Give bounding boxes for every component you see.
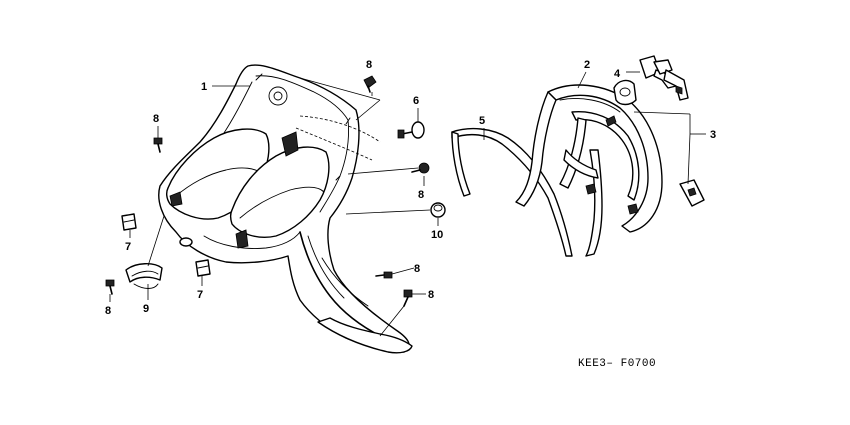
bolt-left-part [153, 137, 163, 153]
grommet-bolt-part [397, 121, 425, 139]
callout-labels: 1 8 6 8 10 8 7 7 9 8 8 8 2 4 3 5 [105, 59, 716, 317]
callout-2: 2 [584, 59, 590, 71]
bolt-lower-right-part [403, 289, 413, 307]
callout-4: 4 [614, 68, 621, 80]
callout-1: 1 [201, 81, 207, 93]
callout-8-top: 8 [366, 59, 372, 71]
clip-upper-part [121, 213, 137, 231]
bolt-lower-mid-part [375, 271, 393, 279]
reference-code: KEE3– F0700 [578, 358, 656, 370]
leader-lines [109, 71, 706, 337]
bolt-mid-right-part [411, 162, 430, 174]
key-lock-part [613, 55, 689, 106]
bolt-bottom-left-part [105, 279, 115, 295]
callout-9: 9 [143, 303, 149, 315]
callout-8-lower-mid: 8 [414, 263, 420, 275]
band-clamp-part [125, 263, 163, 289]
clip-lower-part [195, 259, 211, 277]
callout-7-upper: 7 [125, 241, 131, 253]
callout-8-mid-right: 8 [418, 189, 424, 201]
grommet-part [430, 202, 446, 218]
callout-7-lower: 7 [197, 289, 203, 301]
callout-8-lower-right: 8 [428, 289, 434, 301]
luggage-box-part [515, 84, 663, 257]
callout-8-left: 8 [153, 113, 159, 125]
callout-3: 3 [710, 129, 716, 141]
inner-cover-part [158, 64, 413, 354]
callout-8-bottom-left: 8 [105, 305, 111, 317]
latch-part [679, 179, 705, 207]
callout-10: 10 [431, 229, 443, 241]
frame-bar-part [451, 127, 573, 257]
callout-6: 6 [413, 95, 419, 107]
callout-5: 5 [479, 115, 485, 127]
bolt-top-part [363, 75, 377, 93]
